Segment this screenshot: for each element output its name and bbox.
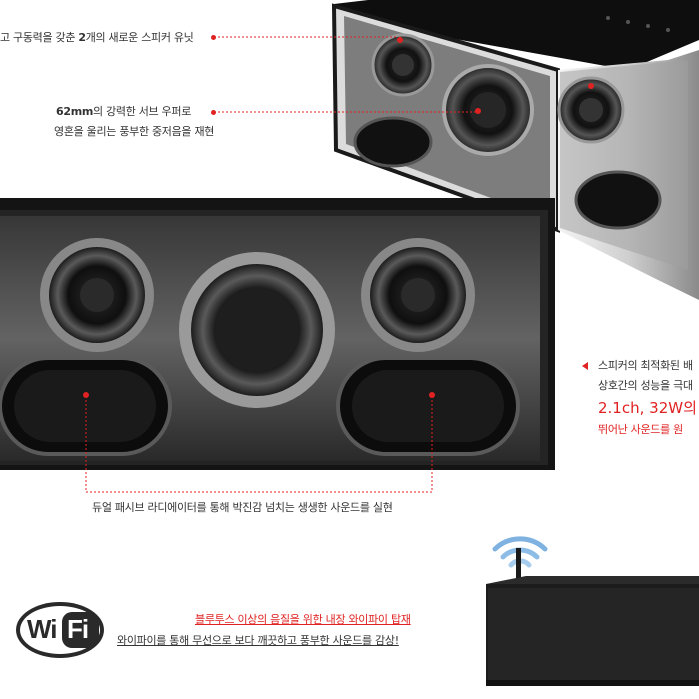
speaker-wifi-image [486,548,699,686]
callout-dot-subwoofer [211,110,216,115]
wifi-logo-wi: Wi [27,614,58,644]
callout-dot-units [211,35,216,40]
callout-passive-radiator: 듀얼 패시브 라디에이터를 통해 박진감 넘치는 생생한 사운드를 실현 [92,501,393,514]
units-text-bold: 2 [78,31,86,44]
subwoofer-size: 62mm [56,105,94,118]
callout-units: 고 구동력을 갖춘 2개의 새로운 스피커 유닛 [0,30,194,46]
right-line4: 뛰어난 사운드를 원 [598,423,683,436]
units-text-pre: 고 구동력을 갖춘 [0,31,79,44]
speaker-angled-image [328,0,699,300]
wifi-logo: Wi Fi [15,601,105,659]
right-line3: 2.1ch, 32W의 [598,399,697,417]
wifi-body: 와이파이를 통해 무선으로 보다 깨끗하고 풍부한 사운드를 감상! [117,634,399,647]
arrow-left-icon [582,362,588,370]
subwoofer-line2: 영혼을 울리는 풍부한 중저음을 재현 [54,125,215,138]
right-line2: 상호간의 성능을 극대 [598,379,693,392]
callout-right: 스피커의 최적화된 배 상호간의 성능을 극대 2.1ch, 32W의 뛰어난 … [582,358,699,438]
callout-subwoofer: 62mm의 강력한 서브 우퍼로 영혼을 울리는 풍부한 중저음을 재현 [54,104,215,140]
units-text-post: 개의 새로운 스피커 유닛 [85,31,194,44]
subwoofer-line1: 의 강력한 서브 우퍼로 [93,105,192,118]
wifi-logo-fi: Fi [67,614,89,644]
right-line1: 스피커의 최적화된 배 [598,359,693,372]
wifi-headline: 블루투스 이상의 음질을 위한 내장 와이파이 탑재 [195,613,411,626]
speaker-front-image [0,198,555,470]
